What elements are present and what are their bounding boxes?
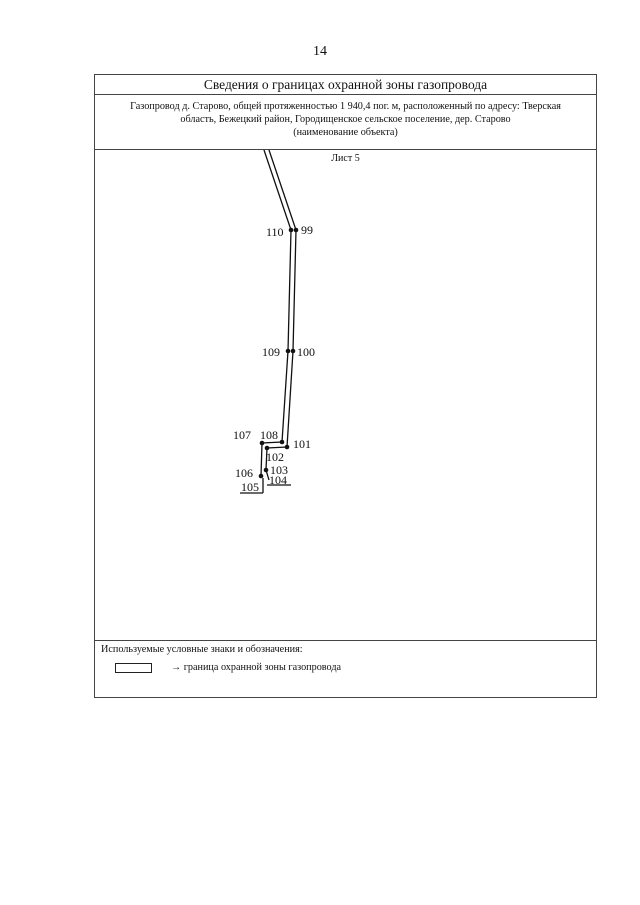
- zone-boundary-swatch: [115, 663, 152, 673]
- form-title: Сведения о границах охранной зоны газопр…: [95, 75, 596, 95]
- point-label-109: 109: [262, 345, 280, 359]
- object-description-line-1: Газопровод д. Старово, общей протяженнос…: [130, 101, 561, 112]
- point-label-108: 108: [260, 428, 278, 442]
- point-marker-108: [279, 439, 285, 445]
- point-label-101: 101: [293, 437, 311, 451]
- point-label-100: 100: [297, 345, 315, 359]
- legend: Используемые условные знаки и обозначени…: [95, 640, 596, 697]
- point-marker-110: [288, 227, 294, 233]
- point-marker-109: [285, 348, 291, 354]
- point-label-105: 105: [241, 480, 259, 494]
- point-marker-106: [258, 473, 264, 479]
- point-label-99: 99: [301, 223, 313, 237]
- point-marker-107: [259, 440, 265, 446]
- point-label-110: 110: [266, 225, 284, 239]
- object-caption: (наименование объекта): [293, 127, 398, 138]
- point-marker-100: [290, 348, 296, 354]
- point-marker-99: [293, 227, 299, 233]
- map-area: Лист 5: [95, 150, 596, 641]
- object-description: Газопровод д. Старово, общей протяженнос…: [95, 94, 596, 150]
- point-marker-102: [264, 445, 270, 451]
- point-label-104: 104: [269, 473, 287, 487]
- point-label-103: 103: [270, 463, 288, 477]
- point-marker-103: [263, 467, 269, 473]
- protection-zone-map: 99 110 100 109 107 108 101 102 103 106 1…: [233, 150, 315, 494]
- point-label-107: 107: [233, 428, 251, 442]
- object-description-line-2: область, Бежецкий район, Городищенское с…: [180, 114, 511, 125]
- sheet-label: Лист 5: [331, 153, 360, 164]
- point-label-102: 102: [266, 450, 284, 464]
- page-number: 14: [313, 44, 327, 59]
- point-marker-101: [284, 444, 290, 450]
- boundary-info-form: Сведения о границах охранной зоны газопр…: [94, 74, 597, 698]
- point-label-106: 106: [235, 466, 253, 480]
- legend-item-label: → граница охранной зоны газопровода: [171, 662, 342, 673]
- legend-title: Используемые условные знаки и обозначени…: [101, 644, 303, 655]
